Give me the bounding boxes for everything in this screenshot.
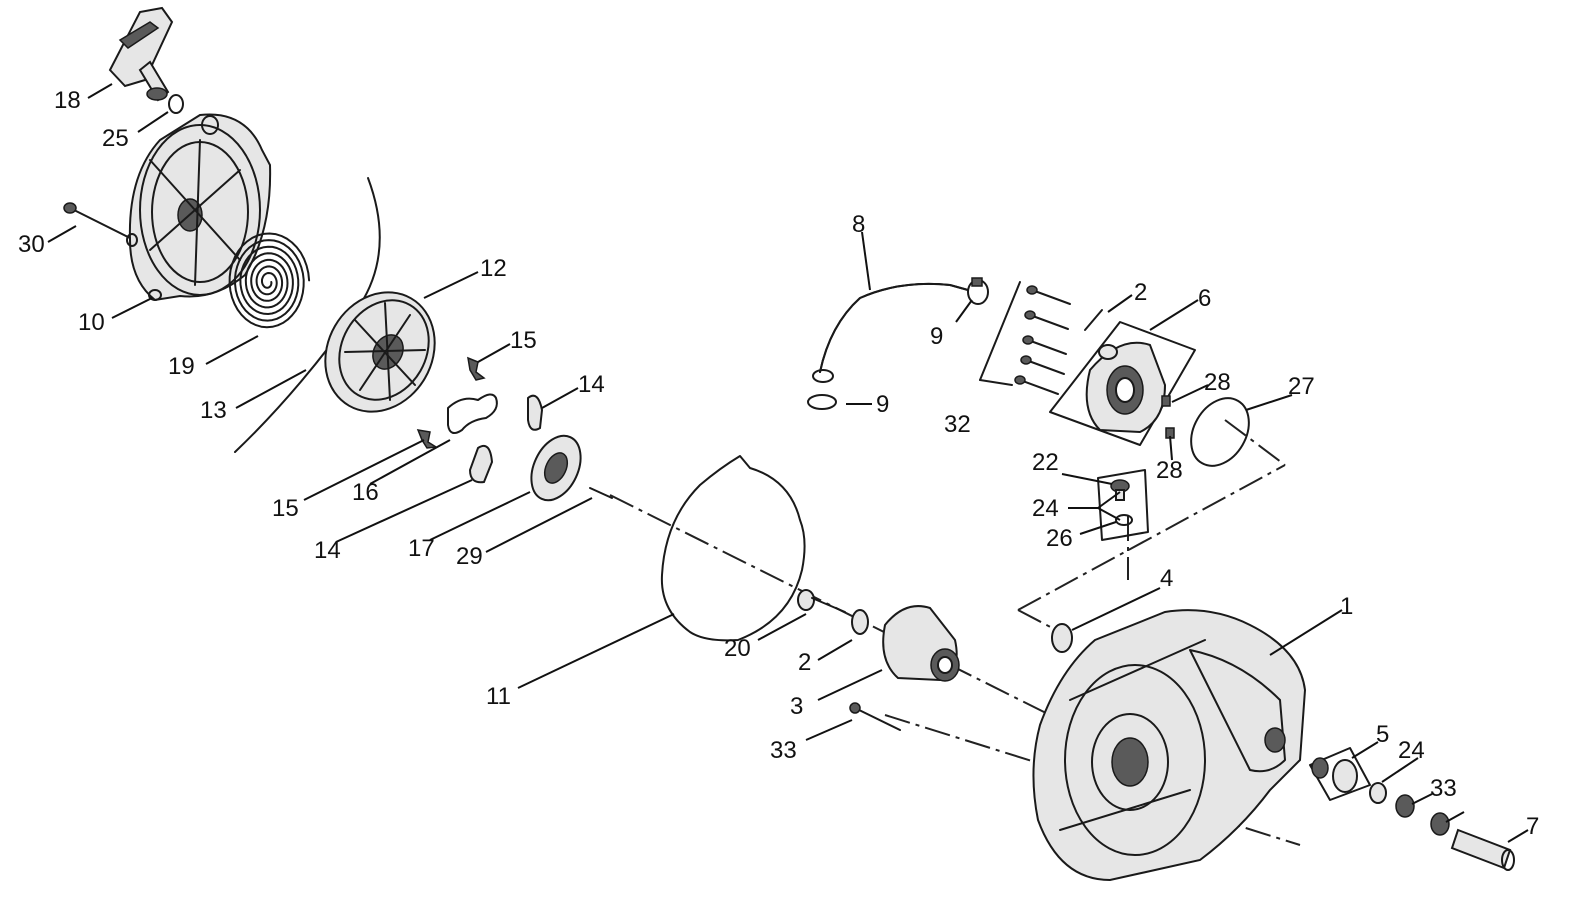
callout-22: 24 <box>1032 495 1059 522</box>
o-ring-27-part <box>1190 397 1250 467</box>
callout-21: 22 <box>1032 449 1059 476</box>
bolt-31-2 <box>1029 314 1069 330</box>
washer-2-lower-part <box>851 609 869 635</box>
hose-clamp-upper-part <box>967 277 989 305</box>
bolt-31-head-4 <box>1020 355 1032 365</box>
bolt-32-part <box>849 702 901 731</box>
rope-pulley-part <box>324 291 436 413</box>
starter-handle-part <box>108 6 174 102</box>
drive-cone-part <box>882 605 960 682</box>
callout-27: 27 <box>1288 373 1315 400</box>
bolt-31-head-1 <box>1026 285 1038 295</box>
callout-33-upper: 33 <box>1430 775 1457 802</box>
hose-clamp-lower-part <box>807 394 837 410</box>
callout-10: 10 <box>78 309 105 336</box>
callout-29: 29 <box>456 543 483 570</box>
ring-33-lower-part <box>1430 812 1450 836</box>
friction-plate-17-part <box>530 434 582 502</box>
callout-28-lower: 28 <box>1156 457 1183 484</box>
callout-19: 19 <box>168 353 195 380</box>
callout-26: 26 <box>1046 525 1073 552</box>
washer-25-part <box>168 94 184 114</box>
bolt-2-upper-part <box>1084 309 1103 331</box>
callout-3: 3 <box>790 693 803 720</box>
callout-30: 30 <box>18 231 45 258</box>
callout-17: 17 <box>408 535 435 562</box>
ring-24-part <box>1369 782 1387 804</box>
bolt-31-4 <box>1025 359 1065 375</box>
callout-2-lower: 2 <box>798 649 811 676</box>
bolt-31-head-2 <box>1024 310 1036 320</box>
callout-18: 18 <box>54 87 81 114</box>
callout-2-upper: 2 <box>1134 279 1147 306</box>
callout-24: 24 <box>1398 737 1425 764</box>
callout-15-upper: 15 <box>510 327 537 354</box>
pawl-upper-14-part <box>527 394 544 431</box>
drain-plug-group-part <box>1097 469 1149 541</box>
pawl-spring-lower-part <box>416 429 439 449</box>
callout-11: 11 <box>486 683 511 710</box>
callout-13: 13 <box>200 397 227 424</box>
callout-32: 33 <box>770 737 797 764</box>
callout-8: 8 <box>852 211 865 238</box>
pawl-spring-upper-part <box>467 356 486 381</box>
washer-4-part <box>1051 623 1073 653</box>
callout-6: 6 <box>1198 285 1211 312</box>
recoil-housing-part <box>126 113 272 302</box>
spiral-spring-coil <box>228 232 311 329</box>
callout-9-upper: 9 <box>930 323 943 350</box>
ring-33-upper-part <box>1395 794 1415 818</box>
callout-14-upper: 14 <box>578 371 605 398</box>
crankcase-cover-part <box>1032 609 1307 882</box>
screw-29-part <box>589 487 613 499</box>
callout-5: 5 <box>1376 721 1389 748</box>
bolt-set-31-part <box>1014 285 1071 395</box>
bolt-31-head-5 <box>1014 375 1026 385</box>
cover-gasket-part <box>660 455 806 642</box>
bolt-20-part <box>797 589 846 613</box>
callout-16: 16 <box>352 479 379 506</box>
callout-1: 1 <box>1340 593 1353 620</box>
bolt-set-31-bracket <box>979 281 1021 386</box>
bolt-31-5 <box>1019 379 1059 395</box>
spiral-spring-part <box>228 232 311 329</box>
callout-12: 12 <box>480 255 507 282</box>
shaft-7-part <box>1450 828 1515 871</box>
callout-15-lower: 15 <box>272 495 299 522</box>
callout-28-upper: 28 <box>1204 369 1231 396</box>
callout-9-lower: 9 <box>876 391 889 418</box>
breather-hose-part <box>812 282 969 383</box>
callout-7: 7 <box>1526 813 1539 840</box>
bolt-31-1 <box>1031 289 1071 305</box>
leader-lines <box>47 83 1529 843</box>
callout-25: 25 <box>102 125 129 152</box>
pawl-lower-14-part <box>468 444 494 484</box>
oil-seal-5-part <box>1309 747 1371 801</box>
callout-31: 32 <box>944 411 971 438</box>
bolt-31-head-3 <box>1022 335 1034 345</box>
guide-plate-16-part <box>447 393 498 435</box>
pump-cover-part <box>1049 321 1196 446</box>
bolt-31-3 <box>1027 339 1067 355</box>
callout-20: 20 <box>724 635 751 662</box>
callout-labels: 18 25 30 10 19 13 12 15 14 15 16 14 17 2… <box>18 87 1539 840</box>
callout-14-lower: 14 <box>314 537 341 564</box>
dowel-28-upper-part <box>1161 395 1171 407</box>
callout-4: 4 <box>1160 565 1173 592</box>
bolt-30-part <box>63 202 131 239</box>
